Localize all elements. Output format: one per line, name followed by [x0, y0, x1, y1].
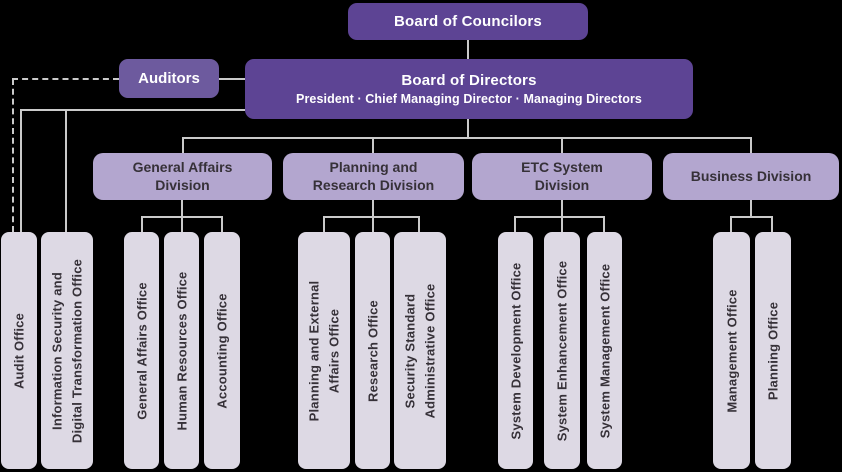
connector: [730, 216, 732, 232]
connector: [750, 137, 752, 153]
connector: [141, 216, 143, 232]
node-label: System Management Office: [596, 263, 612, 438]
connector: [20, 109, 22, 232]
node-human-resources-office: Human Resources Office: [164, 232, 199, 469]
node-label-line: Division: [534, 176, 590, 193]
connector: [730, 216, 773, 218]
connector: [323, 216, 325, 232]
node-research-office: Research Office: [355, 232, 390, 469]
connector: [219, 78, 245, 80]
node-label: Auditors: [138, 70, 200, 87]
node-label: Management Office: [723, 288, 739, 413]
node-planning-research-division: Planning and Research Division: [283, 153, 464, 200]
node-etc-system-division: ETC System Division: [472, 153, 652, 200]
connector-dashed: [12, 79, 14, 232]
node-label: System Development Office: [507, 262, 523, 439]
node-management-office: Management Office: [713, 232, 750, 469]
connector: [182, 137, 184, 153]
node-business-division: Business Division: [663, 153, 839, 200]
node-label: Information Security and Digital Transfo…: [49, 258, 85, 443]
node-planning-external-affairs-office: Planning and External Affairs Office: [298, 232, 350, 469]
node-board-of-directors: Board of Directors President · Chief Man…: [245, 59, 693, 119]
node-label: Planning Office: [765, 301, 781, 400]
node-label: Audit Office: [11, 312, 27, 389]
node-label-line: ETC System: [521, 158, 603, 175]
node-general-affairs-office: General Affairs Office: [124, 232, 159, 469]
connector: [141, 216, 223, 218]
node-system-development-office: System Development Office: [498, 232, 533, 469]
node-accounting-office: Accounting Office: [204, 232, 240, 469]
connector: [221, 216, 223, 232]
node-board-of-councilors: Board of Councilors: [348, 3, 588, 40]
node-label: General Affairs Office: [133, 281, 149, 420]
node-information-security-office: Information Security and Digital Transfo…: [41, 232, 93, 469]
connector: [65, 109, 67, 232]
connector: [603, 216, 605, 232]
connector: [372, 137, 374, 153]
node-audit-office: Audit Office: [1, 232, 37, 469]
connector: [323, 216, 420, 218]
node-label: Accounting Office: [214, 292, 230, 409]
connector: [514, 216, 516, 232]
connector: [418, 216, 420, 232]
connector: [771, 216, 773, 232]
node-label-line: Division: [155, 176, 210, 193]
connector: [467, 40, 469, 59]
node-label: Security Standard Administrative Office: [402, 283, 438, 418]
node-subtitle: President · Chief Managing Director · Ma…: [296, 92, 642, 106]
connector: [182, 137, 752, 139]
node-label-line: Planning and: [329, 158, 418, 175]
node-system-enhancement-office: System Enhancement Office: [544, 232, 580, 469]
node-security-standard-administrative-office: Security Standard Administrative Office: [394, 232, 446, 469]
node-label-line: General Affairs: [132, 158, 233, 175]
node-label: Research Office: [364, 299, 380, 402]
connector: [20, 109, 245, 111]
node-system-management-office: System Management Office: [587, 232, 622, 469]
connector: [514, 216, 605, 218]
node-label: System Enhancement Office: [554, 260, 570, 441]
connector-dashed: [12, 78, 119, 80]
connector: [750, 200, 752, 217]
node-planning-office: Planning Office: [755, 232, 791, 469]
node-label: Planning and External Affairs Office: [306, 280, 342, 421]
node-general-affairs-division: General Affairs Division: [93, 153, 272, 200]
node-label-line: Research Division: [312, 176, 435, 193]
connector: [467, 119, 469, 138]
node-title: Board of Directors: [401, 72, 537, 89]
node-auditors: Auditors: [119, 59, 219, 98]
node-label: Human Resources Office: [173, 271, 189, 431]
connector: [561, 137, 563, 153]
node-label: Board of Councilors: [394, 13, 542, 30]
node-label-line: Business Division: [690, 167, 812, 184]
